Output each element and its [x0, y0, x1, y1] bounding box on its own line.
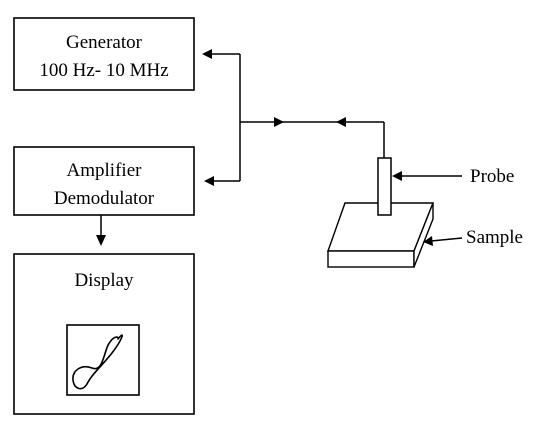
sample-label: Sample: [466, 227, 523, 248]
arrowhead-to-probe: [392, 171, 402, 181]
probe-callout: Probe: [392, 166, 514, 187]
probe-body: [377, 157, 392, 216]
sample-callout: Sample: [423, 227, 523, 248]
amplifier-box: [13, 146, 195, 216]
sample-front-face: [327, 250, 415, 268]
display-feed-wire: [96, 215, 106, 246]
arrowhead-line-left: [336, 117, 346, 127]
arrowhead-to-sample: [423, 236, 433, 246]
probe-signal-wire: [240, 117, 385, 158]
generator-output-wire: [202, 49, 241, 122]
generator-title: Generator: [66, 32, 143, 53]
generator-box: [13, 17, 195, 91]
probe-label: Probe: [470, 166, 514, 187]
display-title: Display: [74, 270, 134, 291]
generator-block: Generator 100 Hz- 10 MHz: [13, 17, 195, 91]
generator-frequency-range: 100 Hz- 10 MHz: [39, 60, 168, 81]
amplifier-input-wire: [204, 122, 241, 186]
arrowhead-into-generator: [202, 49, 212, 59]
arrowhead-into-display: [96, 235, 106, 246]
amplifier-title: Amplifier: [67, 160, 143, 181]
demodulator-title: Demodulator: [54, 188, 155, 209]
amplifier-block: Amplifier Demodulator: [13, 146, 195, 216]
sample-side-face: [413, 202, 434, 268]
arrowhead-into-amplifier: [204, 176, 214, 186]
sample-slab: [327, 202, 435, 268]
display-block: Display: [13, 253, 195, 415]
lissajous-figure-eight: [72, 334, 124, 390]
arrowhead-line-right: [274, 117, 284, 127]
